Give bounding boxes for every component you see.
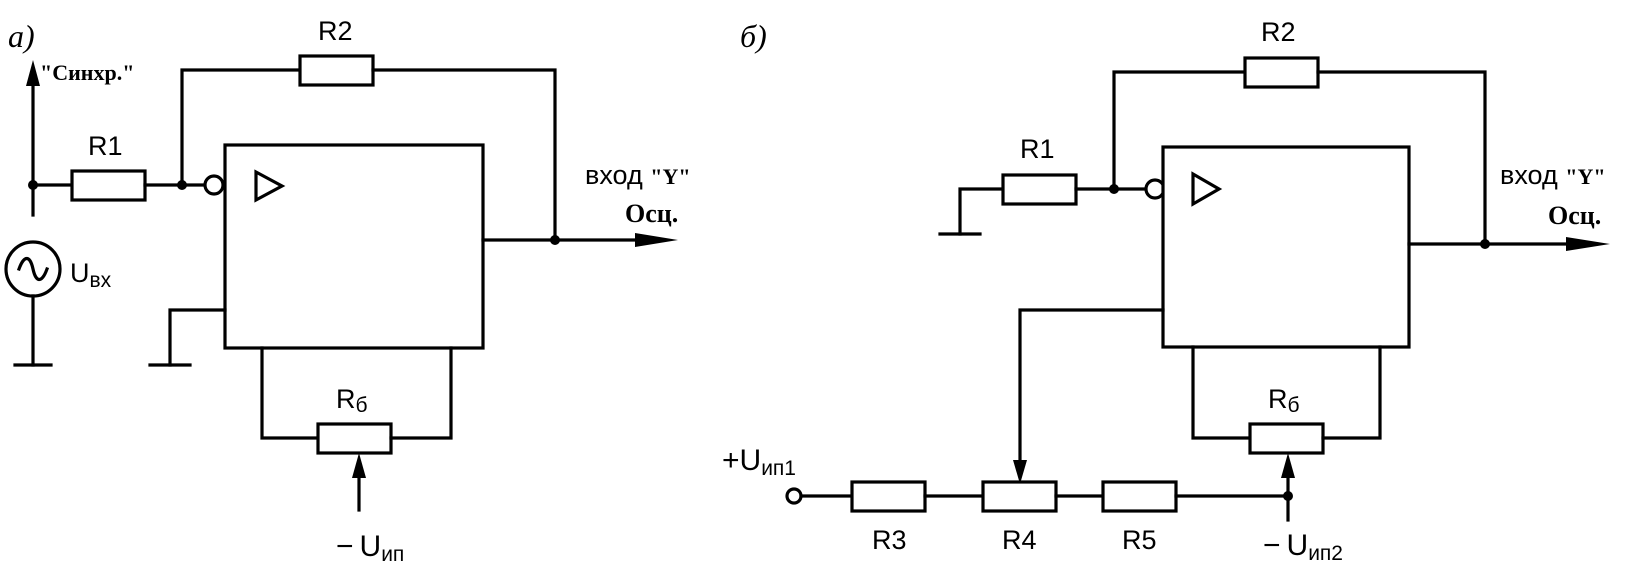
feedback-wire-right-b (1316, 70, 1487, 246)
resistor-r2-a (298, 54, 375, 87)
feedback-wire-left-b (1112, 70, 1247, 191)
osc-label-a: Осц. (625, 199, 678, 228)
wiper-arrow-icon (1013, 460, 1027, 484)
rb-a-label: Rб (336, 384, 368, 417)
sync-label: "Синхр." (40, 60, 134, 85)
r2-b-label: R2 (1261, 17, 1296, 47)
resistor-r1-b (1001, 173, 1078, 206)
rb-b-wire-right (1321, 345, 1382, 440)
r3-label: R3 (872, 525, 907, 555)
panel-a-letter: а) (8, 18, 35, 54)
output-label-b: вход "Y" (1500, 160, 1606, 190)
sine-wave-icon (16, 256, 50, 282)
rb-b-label: Rб (1268, 384, 1300, 417)
rb-wire-right (389, 346, 453, 440)
supply1-terminal-icon (785, 487, 803, 505)
r1-b-label: R1 (1020, 134, 1055, 164)
supply1-label: +Uип1 (722, 444, 796, 480)
r1-a-label: R1 (88, 131, 123, 161)
junction-dot (1283, 491, 1293, 501)
junction-dot (28, 180, 38, 190)
resistor-r1-a (70, 169, 147, 202)
r2-a-label: R2 (318, 16, 353, 46)
triangle-icon (254, 169, 286, 203)
feedback-wire-left (180, 68, 302, 187)
resistor-rb-a (316, 422, 393, 455)
noninv-wiper-wire (1018, 308, 1165, 464)
wiper-arrow-icon (1281, 453, 1295, 478)
inverting-input-icon (1144, 178, 1166, 200)
osc-label-b: Осц. (1548, 201, 1601, 230)
inverting-input-icon (203, 174, 225, 196)
supply2-label: −Uип2 (1263, 529, 1343, 565)
panel-a: а) "Синхр." R1 Uвх R2 вход "Y" Осц. (4, 16, 691, 566)
output-arrow-icon (635, 233, 678, 247)
resistor-r4 (981, 480, 1058, 513)
uin-label: Uвх (70, 258, 112, 292)
feedback-wire-right (371, 68, 557, 242)
r1-b-ground-wire (958, 187, 1005, 236)
r5-label: R5 (1122, 525, 1157, 555)
rb-wire-left (260, 346, 320, 440)
junction-dot (1480, 239, 1490, 249)
triangle-icon (1191, 171, 1223, 207)
panel-b: б) R1 R2 вход "Y" Осц. Rб (722, 17, 1610, 565)
wiper-arrow-icon (352, 453, 366, 478)
supply-label-a: −Uип (336, 530, 404, 566)
sync-arrow-icon (26, 60, 40, 86)
panel-b-letter: б) (740, 18, 767, 54)
junction-dot (550, 235, 560, 245)
resistor-r5 (1101, 480, 1178, 513)
resistor-rb-b (1248, 422, 1325, 455)
r4-label: R4 (1002, 525, 1037, 555)
noninv-wire (168, 308, 227, 367)
rb-b-wire-left (1191, 345, 1252, 440)
resistor-r2-b (1243, 56, 1320, 89)
output-label-a: вход "Y" (585, 160, 691, 190)
output-arrow-icon (1566, 237, 1610, 251)
resistor-r3 (850, 480, 927, 513)
